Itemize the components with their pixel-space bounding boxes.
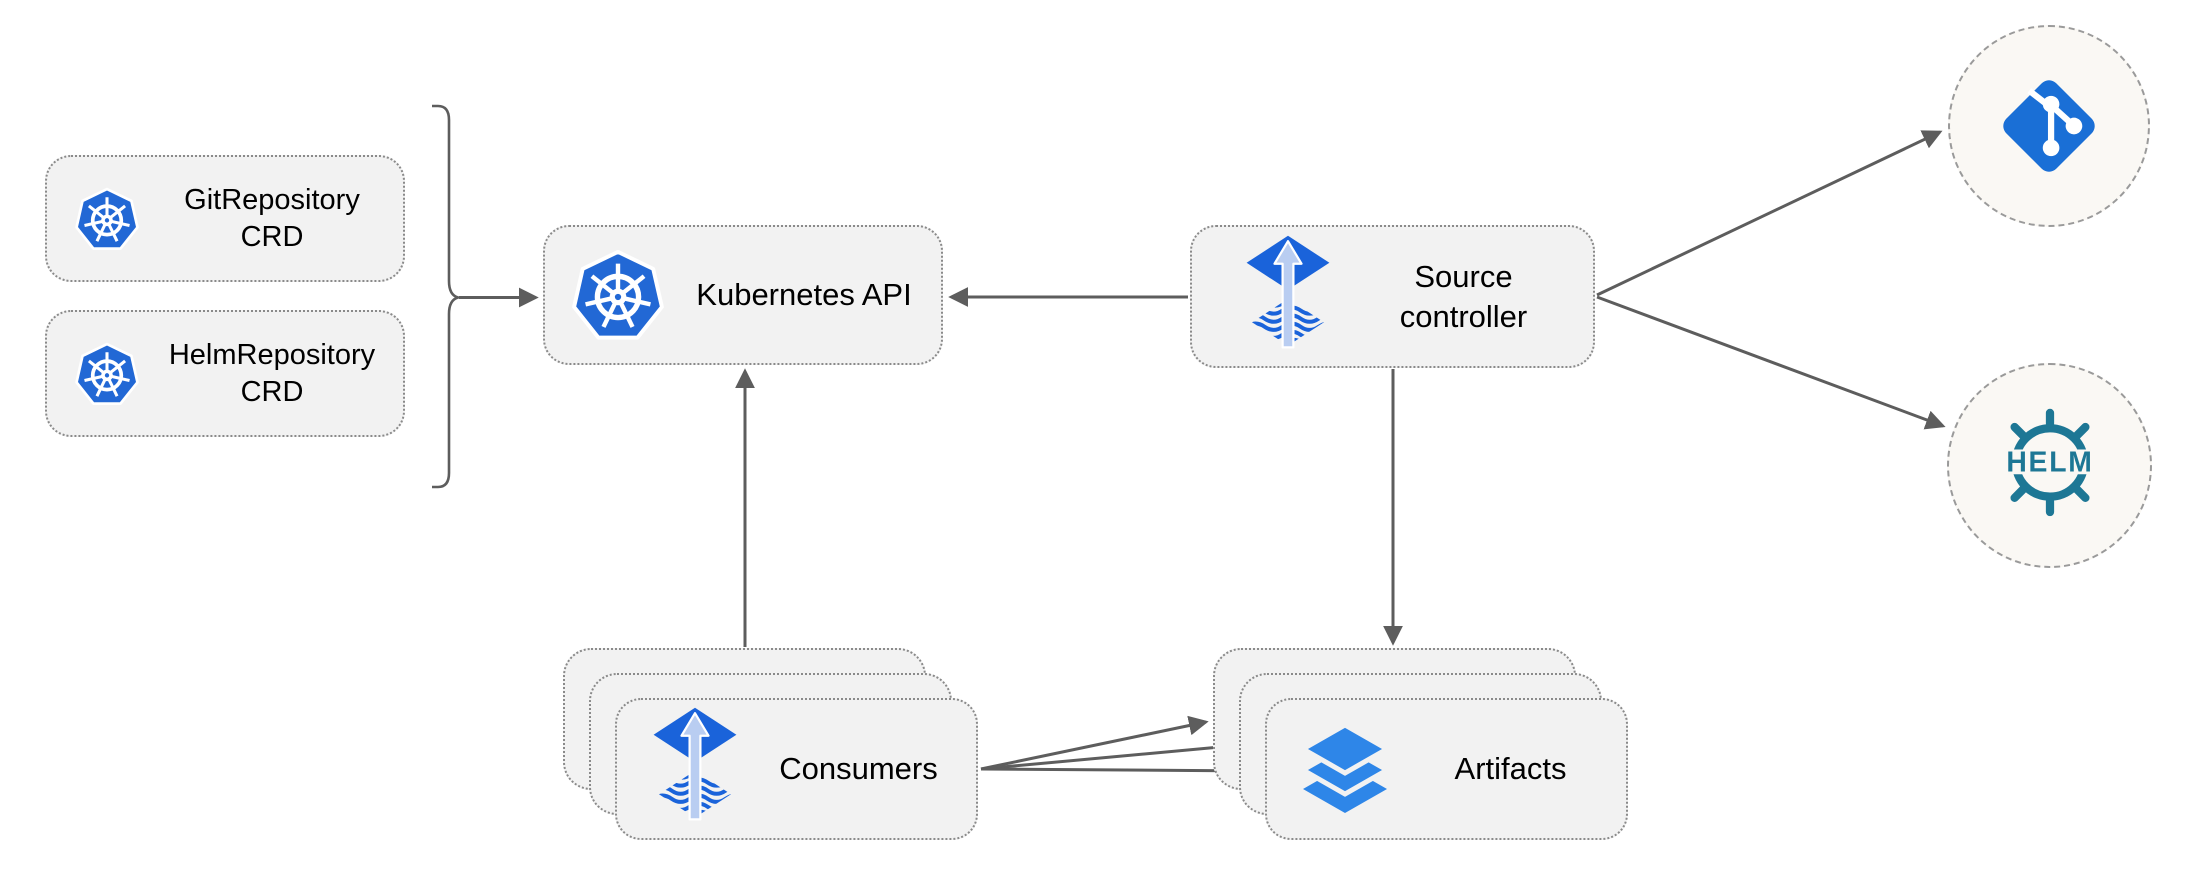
node-label-line: HelmRepository bbox=[168, 338, 376, 371]
flux-icon bbox=[1246, 235, 1330, 349]
layers-icon bbox=[1297, 722, 1393, 813]
node-kubernetes-api: Kubernetes API bbox=[543, 225, 943, 365]
node-label-line: Kubernetes API bbox=[696, 277, 912, 313]
node-label-line: Source bbox=[1414, 259, 1513, 295]
node-label: GitRepository CRD bbox=[141, 182, 403, 255]
node-gitrepository-crd: GitRepository CRD bbox=[45, 155, 405, 282]
helm-icon: HELM bbox=[1990, 408, 2109, 516]
node-label-line: CRD bbox=[240, 375, 304, 408]
node-label-line: GitRepository bbox=[184, 183, 360, 216]
edge-consumers-to-artifacts-1 bbox=[980, 715, 1209, 771]
kubernetes-icon bbox=[572, 249, 664, 340]
node-label-line: Artifacts bbox=[1454, 751, 1567, 787]
node-git-remote bbox=[1948, 25, 2150, 227]
node-consumers: Consumers bbox=[615, 698, 978, 840]
node-label-line: Consumers bbox=[779, 751, 938, 787]
flux-icon bbox=[653, 707, 737, 821]
node-label: Artifacts bbox=[1395, 749, 1626, 788]
kubernetes-icon bbox=[75, 187, 139, 250]
node-label: Source controller bbox=[1334, 257, 1593, 335]
node-artifacts: Artifacts bbox=[1265, 698, 1628, 840]
edge-source-to-git bbox=[1596, 130, 1943, 297]
node-label: HelmRepository CRD bbox=[141, 337, 403, 410]
edge-source-to-helm bbox=[1596, 295, 1946, 430]
edge-consumers-to-artifacts-2 bbox=[980, 737, 1234, 771]
node-helm-remote: HELM bbox=[1947, 363, 2152, 568]
node-label: Consumers bbox=[741, 749, 976, 788]
git-icon bbox=[2003, 80, 2095, 172]
node-label-line: CRD bbox=[240, 220, 304, 253]
node-label: Kubernetes API bbox=[667, 275, 941, 314]
helm-badge-text: HELM bbox=[2006, 446, 2093, 478]
node-helmrepository-crd: HelmRepository CRD bbox=[45, 310, 405, 437]
crd-group-brace bbox=[432, 104, 463, 489]
node-source-controller: Source controller bbox=[1190, 225, 1595, 368]
node-label-line: controller bbox=[1399, 298, 1528, 334]
kubernetes-icon bbox=[75, 342, 139, 405]
